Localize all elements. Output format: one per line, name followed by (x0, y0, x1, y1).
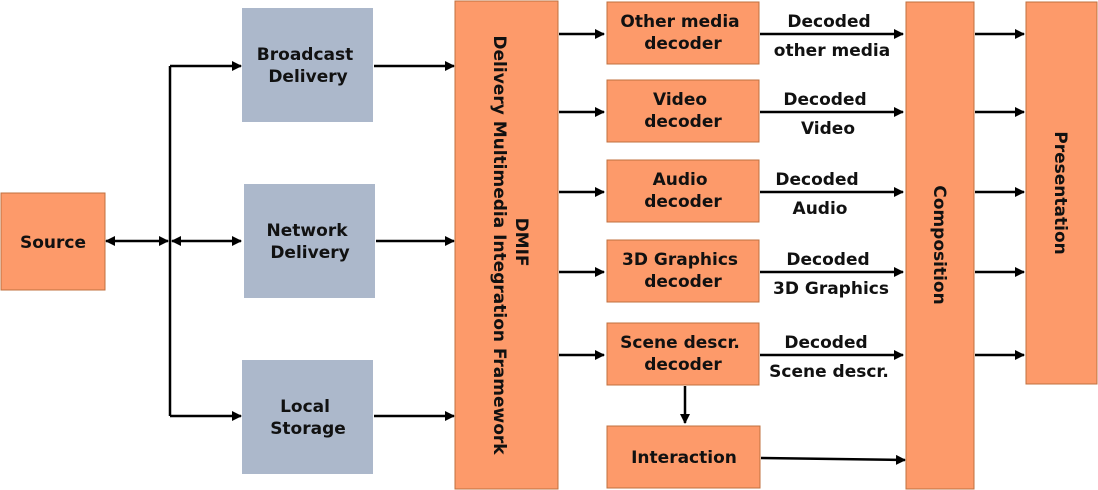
other-media-decoder-label: Other media decoder (620, 12, 745, 54)
dmif-rect (454, 0, 559, 490)
other-media-decoder-box: Other media decoder (606, 1, 760, 65)
broadcast-delivery-rect (242, 8, 373, 122)
scene-decoder-box: Scene descr. decoder (606, 322, 760, 386)
graphics-decoder-box: 3D Graphics decoder (606, 239, 760, 303)
graphics-decoder-label: 3D Graphics decoder (622, 250, 744, 292)
decoded-stream-labels: Decoded other media Decoded Video Decode… (769, 12, 890, 382)
video-decoder-label: Video decoder (644, 90, 722, 132)
other-media-decoder-rect (606, 1, 760, 65)
decoded-graphics-label: Decoded 3D Graphics (773, 250, 889, 299)
source-box-rect (0, 192, 106, 291)
audio-decoder-box: Audio decoder (606, 159, 760, 223)
composition-label: Composition (929, 185, 949, 304)
video-decoder-box: Video decoder (606, 79, 760, 143)
audio-decoder-label: Audio decoder (644, 170, 722, 212)
audio-decoder-rect (606, 159, 760, 223)
presentation-label: Presentation (1050, 131, 1070, 254)
presentation-rect (1025, 1, 1098, 385)
network-delivery-rect (244, 184, 375, 298)
interaction-rect (606, 425, 761, 489)
broadcast-delivery-box: Broadcast Delivery (242, 8, 373, 122)
decoded-other-media-label: Decoded other media (774, 12, 890, 61)
composition-rect (905, 1, 975, 490)
dmif-label: DMIF Delivery Multimedia Integration Fra… (489, 35, 531, 455)
decoded-audio-label: Decoded Audio (775, 170, 864, 219)
scene-decoder-label: Scene descr. decoder (620, 333, 746, 375)
broadcast-delivery-label: Broadcast Delivery (257, 45, 359, 87)
scene-decoder-rect (606, 322, 760, 386)
graphics-decoder-rect (606, 239, 760, 303)
network-delivery-label: Network Delivery (267, 221, 354, 263)
network-delivery-box: Network Delivery (244, 184, 375, 298)
interaction-label: Interaction (631, 448, 737, 468)
decoded-video-label: Decoded Video (783, 90, 872, 139)
local-storage-box: Local Storage (242, 360, 373, 474)
source-box: Source (0, 192, 106, 291)
interaction-box: Interaction (606, 425, 761, 489)
arrow-interaction-to-composition (760, 454, 906, 465)
source-box-label: Source (20, 233, 86, 253)
dmif-box: DMIF Delivery Multimedia Integration Fra… (454, 0, 559, 490)
presentation-box: Presentation (1025, 1, 1098, 385)
composition-box: Composition (905, 1, 975, 490)
local-storage-rect (242, 360, 373, 474)
local-storage-label: Local Storage (270, 397, 346, 439)
video-decoder-rect (606, 79, 760, 143)
decoded-scene-label: Decoded Scene descr. (769, 333, 889, 382)
connector-lines (105, 29, 1025, 465)
